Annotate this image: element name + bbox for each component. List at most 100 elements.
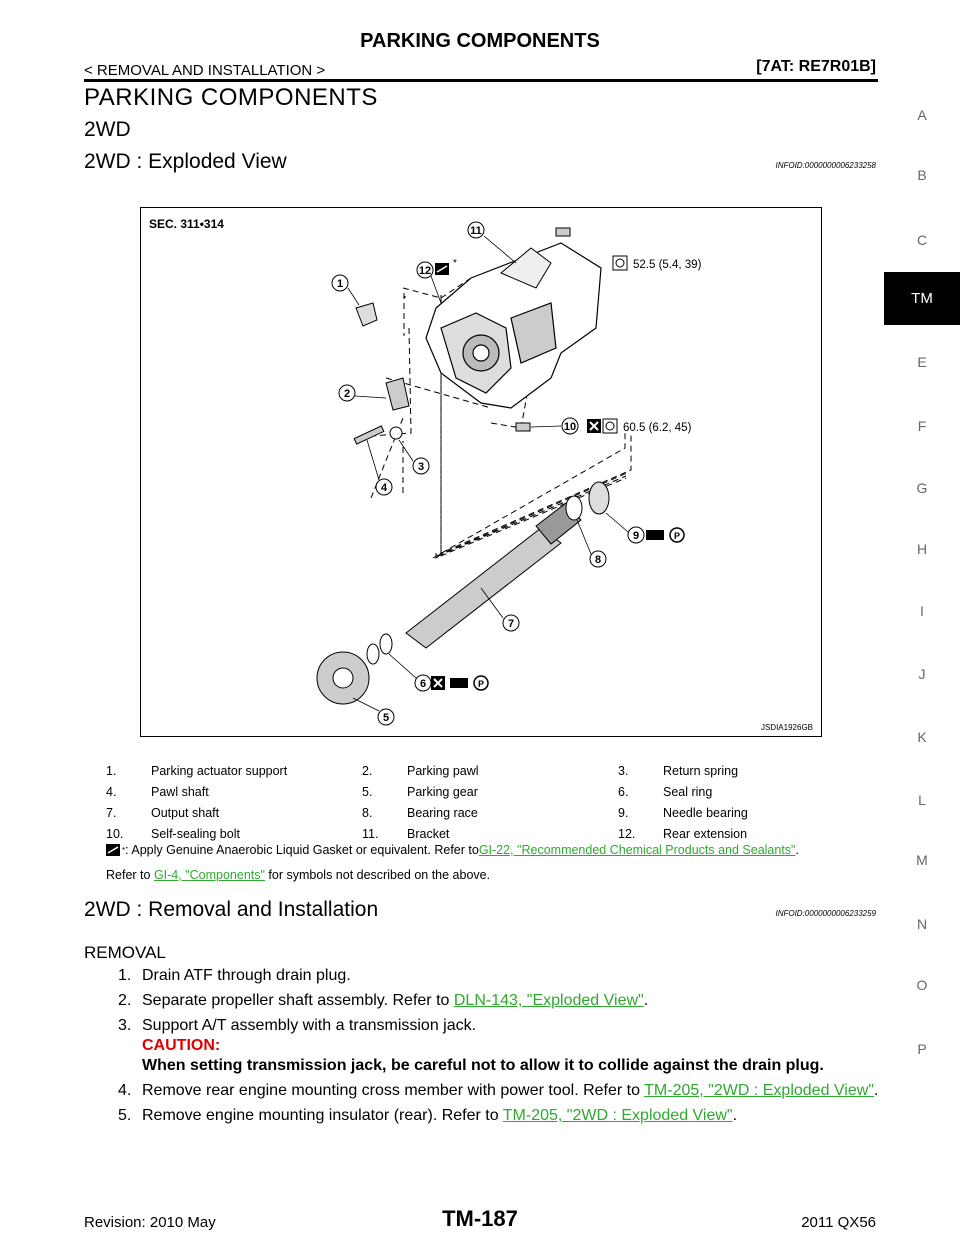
index-letter-i[interactable]: I: [920, 603, 924, 619]
parking-actuator-support-shape: [355, 302, 378, 327]
gasket-note-asterisk: *: [122, 845, 126, 855]
self-sealing-bolt-shape: [515, 422, 531, 432]
svg-text:*: *: [453, 258, 457, 269]
seal-ring-shape-2: [366, 643, 380, 665]
legend-number: 7.: [106, 805, 117, 820]
section-index: A B C TM E F G H I J K L M N O P: [884, 100, 960, 1057]
return-spring-shape: [389, 426, 403, 440]
gasket-symbol-icon: [106, 844, 120, 856]
step-number: 4.: [118, 1082, 132, 1099]
legend-number: 9.: [618, 805, 629, 820]
step-text-end: .: [643, 992, 649, 1009]
torque-value-2: 60.5 (6.2, 45): [623, 422, 692, 434]
step-number: 3.: [118, 1017, 132, 1034]
exploded-view-heading: 2WD : Exploded View: [84, 150, 287, 173]
lubricant-symbols-6: P: [431, 675, 489, 691]
legend-part-name: Return spring: [663, 763, 739, 778]
svg-text:P: P: [478, 679, 484, 689]
legend-number: 8.: [362, 805, 373, 820]
section-heading-2wd: 2WD: [84, 118, 131, 141]
bearing-race-shape: [565, 495, 583, 521]
torque-icon-2: [587, 418, 618, 434]
step-text-end: .: [732, 1107, 738, 1124]
symbols-note-suffix: for symbols not described on the above.: [264, 868, 491, 882]
lubricant-symbols-9: P: [646, 527, 685, 543]
torque-icon-1: [612, 255, 628, 271]
index-letter-m[interactable]: M: [916, 852, 928, 868]
callout-leaders: [347, 235, 629, 712]
svg-text:10: 10: [564, 421, 576, 433]
bracket-bolt-shape: [555, 227, 571, 237]
footer-model: 2011 QX56: [801, 1214, 876, 1231]
index-letter-f[interactable]: F: [917, 418, 927, 434]
header-title: PARKING COMPONENTS: [360, 30, 600, 52]
legend-row: 10.Self-sealing bolt 11.Bracket 12.Rear …: [106, 823, 876, 844]
pawl-shaft-shape: [353, 425, 385, 445]
tm-205-link[interactable]: TM-205, "2WD : Exploded View": [644, 1082, 874, 1099]
tm-205-link[interactable]: TM-205, "2WD : Exploded View": [502, 1107, 733, 1124]
removal-steps: 1. Drain ATF through drain plug. 2. Sepa…: [118, 966, 888, 1131]
step-text: Separate propeller shaft assembly. Refer…: [142, 992, 454, 1009]
dln-143-link[interactable]: DLN-143, "Exploded View": [453, 992, 644, 1009]
svg-text:9: 9: [633, 530, 639, 542]
footer-revision: Revision: 2010 May: [84, 1214, 216, 1231]
legend-number: 1.: [106, 763, 117, 778]
index-letter-h[interactable]: H: [916, 541, 928, 557]
step-text-end: .: [873, 1082, 879, 1099]
gi-22-link[interactable]: GI-22, "Recommended Chemical Products an…: [478, 843, 796, 857]
step-number: 2.: [118, 992, 132, 1009]
diagram-section-label: SEC. 311•314: [149, 217, 224, 231]
removal-installation-heading: 2WD : Removal and Installation: [84, 898, 379, 921]
svg-text:5: 5: [383, 712, 389, 724]
callout-2: 2: [338, 384, 356, 402]
index-letter-j[interactable]: J: [918, 666, 926, 682]
index-tab-tm-active[interactable]: TM: [884, 272, 960, 325]
header-divider: [84, 79, 878, 82]
legend-number: 10.: [106, 826, 124, 841]
legend-part-name: Seal ring: [663, 784, 713, 799]
legend-row: 4.Pawl shaft 5.Parking gear 6.Seal ring: [106, 781, 876, 802]
page-heading: PARKING COMPONENTS: [84, 84, 378, 111]
legend-number: 3.: [618, 763, 629, 778]
callout-10: 10: [561, 417, 579, 435]
symbols-note-prefix: Refer to: [106, 868, 154, 882]
index-letter-c[interactable]: C: [916, 232, 928, 248]
index-letter-o[interactable]: O: [916, 977, 928, 993]
caution-title: CAUTION:: [142, 1037, 221, 1054]
parking-pawl-shape: [385, 377, 410, 411]
bracket-shape: [500, 247, 552, 289]
removal-installation-infoid: INFOID:0000000006233259: [775, 909, 876, 918]
svg-text:2: 2: [344, 388, 350, 400]
callout-12: 12: [416, 261, 434, 279]
svg-text:8: 8: [595, 554, 601, 566]
svg-text:4: 4: [381, 482, 388, 494]
index-letter-n[interactable]: N: [916, 916, 928, 932]
index-letter-l[interactable]: L: [918, 792, 926, 808]
index-letter-b[interactable]: B: [917, 167, 927, 183]
step-item: 2. Separate propeller shaft assembly. Re…: [118, 991, 888, 1011]
torque-value-1: 52.5 (5.4, 39): [633, 259, 702, 271]
step-number: 1.: [118, 967, 132, 984]
index-letter-a[interactable]: A: [917, 107, 927, 123]
removal-subheading: REMOVAL: [84, 943, 166, 962]
step-item: 5. Remove engine mounting insulator (rea…: [118, 1106, 888, 1126]
index-letter-e[interactable]: E: [917, 354, 927, 370]
legend-part-name: Needle bearing: [663, 805, 748, 820]
index-letter-g[interactable]: G: [916, 480, 928, 496]
legend-number: 2.: [362, 763, 373, 778]
rear-extension-shape: [425, 242, 602, 409]
callout-5: 5: [377, 708, 395, 726]
step-number: 5.: [118, 1107, 132, 1124]
svg-text:6: 6: [420, 678, 426, 690]
gasket-note-end: .: [795, 843, 799, 857]
gi-4-link[interactable]: GI-4, "Components": [153, 868, 265, 882]
needle-bearing-shape: [588, 481, 610, 515]
index-letter-k[interactable]: K: [917, 729, 927, 745]
legend-part-name: Bracket: [407, 826, 450, 841]
step-text: Support A/T assembly with a transmission…: [142, 1017, 477, 1034]
header-model: [7AT: RE7R01B]: [756, 58, 876, 75]
diagram-callouts: 11 12 1 2 3 4 10 9 8 7 6 5: [331, 221, 645, 726]
callout-3: 3: [412, 457, 430, 475]
svg-text:1: 1: [337, 278, 343, 290]
index-letter-p[interactable]: P: [917, 1041, 927, 1057]
